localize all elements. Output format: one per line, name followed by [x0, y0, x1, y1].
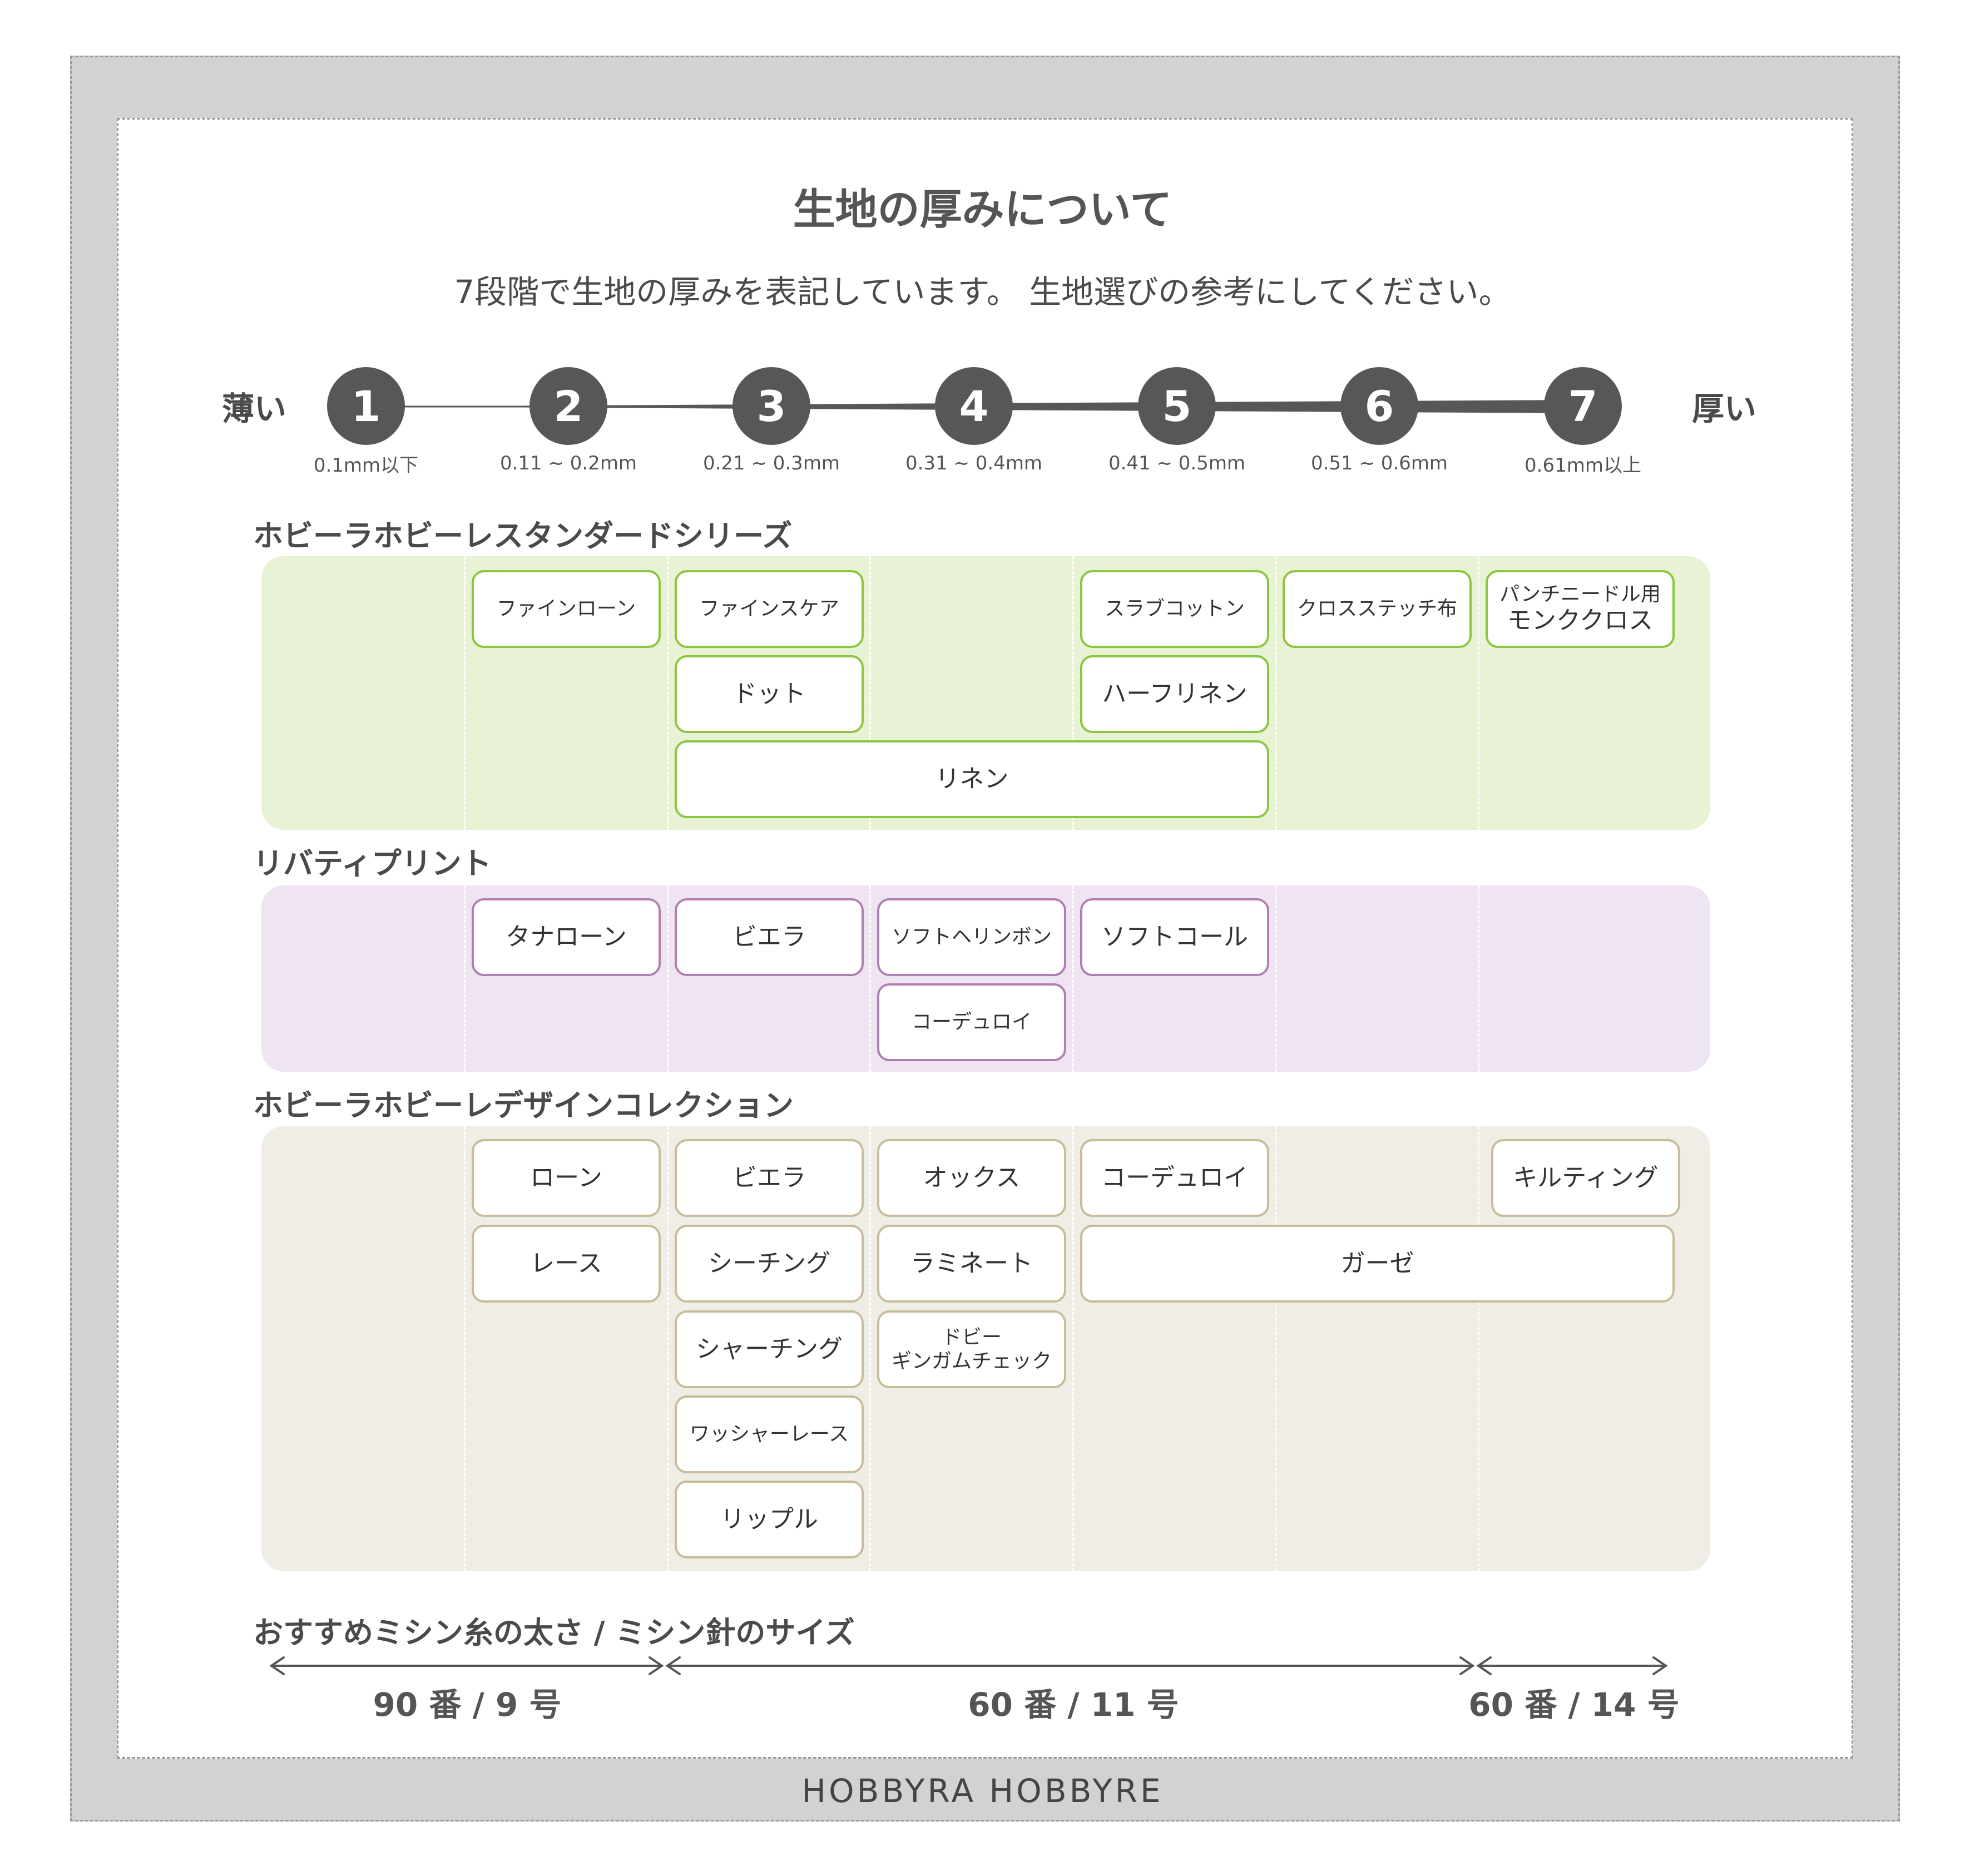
column-divider [464, 885, 466, 1072]
design-collection-title: ホビーラホビーレデザインコレクション [253, 1087, 794, 1123]
fabric-fine-lawn: ファインローン [472, 570, 661, 648]
level-2-range: 0.11 ~ 0.2mm [499, 452, 637, 474]
level-2-circle: 2 [529, 367, 607, 445]
column-divider [667, 1126, 669, 1571]
fabric-slub-cotton: スラブコットン [1080, 570, 1269, 648]
fabric-punch-needle-monk-cloth: パンチニードル用 モンククロス [1486, 570, 1675, 648]
fabric-corduroy: コーデュロイ [877, 983, 1066, 1061]
fabric-dobby-line2: ギンガムチェック [891, 1350, 1052, 1373]
fabric-half-linen: ハーフリネン [1080, 655, 1269, 733]
column-divider [1072, 556, 1074, 830]
fabric-quilting: キルティング [1491, 1139, 1680, 1217]
thick-label: 厚い [1691, 390, 1756, 428]
column-divider [667, 556, 669, 830]
fabric-washer-lace: ワッシャーレース [675, 1395, 864, 1473]
fabric-soft-cord: ソフトコール [1080, 898, 1269, 976]
fabric-fine-square: ファインスケア [675, 570, 864, 648]
column-divider [1478, 885, 1479, 1072]
level-6-circle: 6 [1340, 367, 1418, 445]
fabric-viyella: ビエラ [675, 898, 864, 976]
level-1-range: 0.1mm以下 [313, 454, 419, 477]
thread-needle-title: おすすめミシン糸の太さ / ミシン針のサイズ [253, 1615, 855, 1650]
fabric-ox: オックス [877, 1139, 1066, 1217]
level-5-circle: 5 [1138, 367, 1216, 445]
thread-range-60-14: 60 番 / 14 号 [1468, 1686, 1680, 1724]
level-3-range: 0.21 ~ 0.3mm [702, 452, 840, 474]
level-7-range: 0.61mm以上 [1525, 454, 1641, 477]
level-1-circle: 1 [327, 367, 405, 445]
fabric-dot: ドット [675, 655, 864, 733]
fabric-dobby-line1: ドビー [941, 1325, 1002, 1349]
footer-brand: HOBBYRA HOBBYRE [801, 1772, 1164, 1810]
fabric-lawn: ローン [472, 1139, 661, 1217]
fabric-linen: リネン [675, 740, 1269, 818]
column-divider [464, 1126, 466, 1571]
level-5-range: 0.41 ~ 0.5mm [1108, 452, 1246, 474]
page-title: 生地の厚みについて [793, 185, 1172, 234]
column-divider [1478, 556, 1479, 830]
column-divider [1072, 885, 1074, 1072]
fabric-viyella-design: ビエラ [675, 1139, 864, 1217]
column-divider [869, 556, 871, 830]
thread-range-90-9: 90 番 / 9 号 [373, 1686, 562, 1724]
column-divider [869, 885, 871, 1072]
fabric-cross-stitch: クロスステッチ布 [1283, 570, 1472, 648]
thread-range-60-11: 60 番 / 11 号 [968, 1686, 1179, 1724]
thin-label: 薄い [221, 390, 286, 428]
level-4-circle: 4 [935, 367, 1013, 445]
fabric-tana-lawn: タナローン [472, 898, 661, 976]
level-6-range: 0.51 ~ 0.6mm [1310, 452, 1448, 474]
column-divider [1275, 556, 1276, 830]
level-4-range: 0.31 ~ 0.4mm [905, 452, 1043, 474]
fabric-sheeting: シーチング [675, 1225, 864, 1303]
page-subtitle: 7段階で生地の厚みを表記しています。 生地選びの参考にしてください。 [454, 273, 1511, 311]
level-3-circle: 3 [732, 367, 810, 445]
column-divider [869, 1126, 871, 1571]
column-divider [1478, 1126, 1479, 1571]
column-divider [1275, 1126, 1276, 1571]
fabric-punch-needle-line2: モンククロス [1507, 606, 1654, 635]
fabric-lace: レース [472, 1225, 661, 1303]
fabric-ripple: リップル [675, 1481, 864, 1558]
liberty-print-title: リバティプリント [253, 845, 492, 881]
fabric-gauze: ガーゼ [1080, 1225, 1675, 1303]
fabric-soft-herringbone: ソフトヘリンボン [877, 898, 1066, 976]
level-7-circle: 7 [1544, 367, 1622, 445]
fabric-shirting: シャーチング [675, 1310, 864, 1388]
standard-series-title: ホビーラホビーレスタンダードシリーズ [253, 518, 793, 553]
column-divider [1072, 1126, 1074, 1571]
fabric-dobby-gingham: ドビー ギンガムチェック [877, 1310, 1066, 1388]
column-divider [1275, 885, 1276, 1072]
fabric-punch-needle-line1: パンチニードル用 [1499, 583, 1661, 606]
fabric-laminate: ラミネート [877, 1225, 1066, 1303]
fabric-corduroy-design: コーデュロイ [1080, 1139, 1269, 1217]
column-divider [667, 885, 669, 1072]
column-divider [464, 556, 466, 830]
